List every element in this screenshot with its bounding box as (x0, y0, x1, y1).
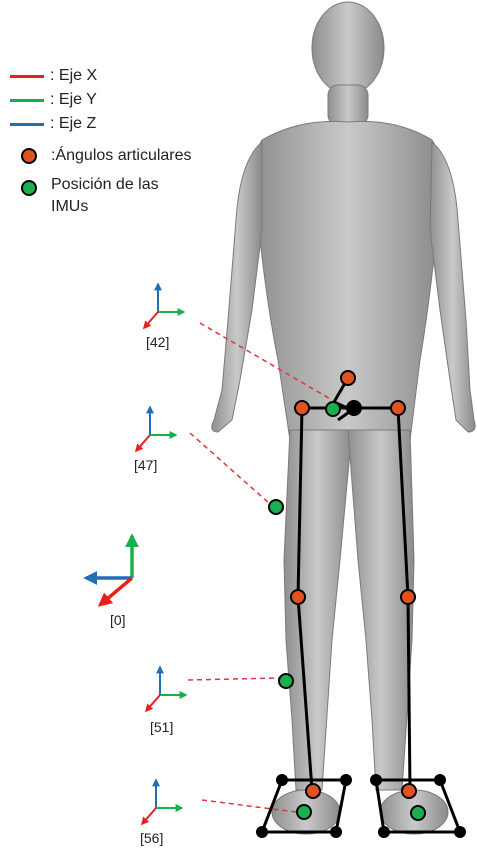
imu-label-thigh: [47] (134, 457, 157, 473)
right-leg (348, 430, 414, 790)
legend-x-axis: : Eje X (10, 64, 250, 88)
human-silhouette (212, 2, 475, 834)
imu-label-shank: [51] (150, 719, 173, 735)
imu-label-foot: [56] (140, 830, 163, 846)
imu-foot-right (411, 806, 425, 820)
y-axis-swatch (10, 99, 44, 102)
x-axis-swatch (10, 75, 44, 78)
imu-foot-left (297, 805, 311, 819)
joint-left-knee (291, 590, 305, 604)
frame-foot (142, 780, 182, 824)
torso (255, 121, 441, 440)
imu-pelvis (326, 402, 340, 416)
legend-imu-position: Posición de las IMUs (10, 174, 250, 218)
legend-z-axis: : Eje Z (10, 112, 250, 136)
legend-joint-angles: :Ángulos articulares (10, 144, 250, 168)
head (312, 2, 384, 94)
imu-label-pelvis: [42] (146, 334, 169, 350)
legend-imu-label: Posición de las IMUs (51, 174, 159, 218)
legend-y-label: : Eje Y (50, 91, 97, 109)
legend-joint-label: :Ángulos articulares (51, 147, 192, 165)
joint-dot-icon (21, 148, 37, 164)
joint-right-hip (391, 401, 405, 415)
legend-x-label: : Eje X (50, 67, 97, 85)
frame-shank (146, 667, 186, 711)
joint-left-hip (295, 401, 309, 415)
imu-shank (279, 674, 293, 688)
legend-y-axis: : Eje Y (10, 88, 250, 112)
imu-label-global: [0] (110, 612, 126, 628)
legend-z-label: : Eje Z (50, 115, 96, 133)
legend: : Eje X : Eje Y : Eje Z :Ángulos articul… (10, 64, 250, 218)
neck (328, 85, 368, 125)
frame-thigh (136, 407, 176, 451)
frame-pelvis (144, 284, 184, 328)
joint-right-knee (401, 590, 415, 604)
leader-shank (188, 678, 280, 680)
leader-thigh (190, 433, 270, 504)
z-axis-swatch (10, 123, 44, 126)
joint-pelvis-top (341, 371, 355, 385)
right-arm (430, 142, 475, 432)
joint-right-ankle (402, 784, 416, 798)
joint-left-ankle (306, 784, 320, 798)
imu-dot-icon (21, 180, 37, 196)
left-leg (284, 430, 352, 790)
frame-global (86, 536, 132, 605)
imu-thigh (269, 500, 283, 514)
